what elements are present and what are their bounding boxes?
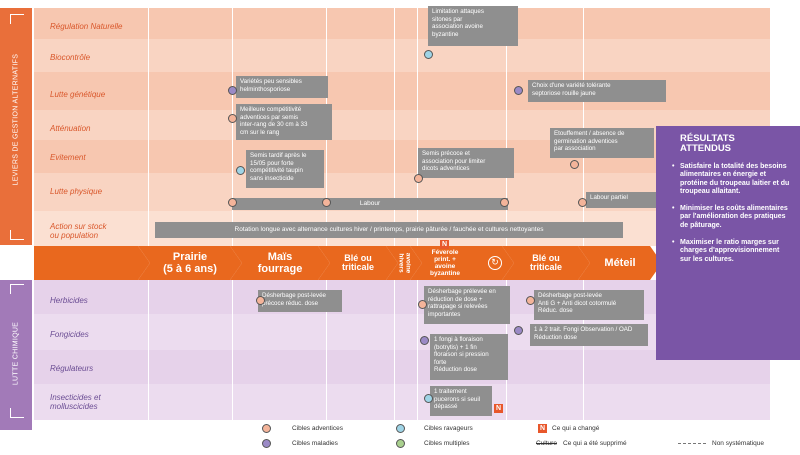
- target-dot-adventices: [570, 160, 579, 169]
- stage-ble-triticale-1: Blé ou triticale: [318, 246, 398, 280]
- stage-avoine-label: avoine hivers: [397, 252, 411, 274]
- box-competitivite-adventices: Meilleure compétitivité adventices par s…: [236, 104, 332, 140]
- legend-removed: Ce qui a été supprimé: [563, 440, 627, 447]
- box-varietes-helminthosporiose: Variétés peu sensibles helminthosporiose: [236, 76, 328, 98]
- result-item: Satisfaire la totalité des besoins alime…: [672, 163, 790, 196]
- results-panel: RÉSULTATS ATTENDUS Satisfaire la totalit…: [656, 126, 800, 360]
- legend-maladies: Cibles maladies: [292, 440, 338, 447]
- box-desherbage-ble: Désherbage post-levée Anti G + Anti dico…: [534, 290, 644, 320]
- column-divider: [417, 8, 418, 420]
- column-divider: [583, 8, 584, 420]
- result-item: Maximiser le ratio marges sur charges d'…: [672, 239, 790, 264]
- box-choix-variete: Choix d'une variété tolérante septoriose…: [528, 80, 666, 102]
- target-dot-maladies: [514, 86, 523, 95]
- target-dot-adventices: [578, 198, 587, 207]
- row-label-insecticides: Insecticides et molluscicides: [50, 393, 101, 411]
- legend-dashed-line: [678, 443, 706, 444]
- result-item: Minimiser les coûts alimentaires par l'a…: [672, 205, 790, 230]
- column-divider: [148, 8, 149, 420]
- bracket-bottom-start: [10, 284, 24, 294]
- target-dot-maladies: [514, 326, 523, 335]
- side-band-chemical: [0, 280, 32, 430]
- box-labour-partiel: Labour partiel: [586, 192, 656, 208]
- row-label-herbicides: Herbicides: [50, 296, 88, 305]
- results-title: RÉSULTATS ATTENDUS: [680, 133, 735, 154]
- row-band: [34, 350, 770, 384]
- row-label-regulateurs: Régulateurs: [50, 364, 94, 373]
- legend-changed: Ce qui a changé: [552, 425, 600, 432]
- row-label-physique: Lutte physique: [50, 187, 103, 196]
- row-label-fongicides: Fongicides: [50, 330, 89, 339]
- stage-mais-fourrage: Maïs fourrage: [230, 246, 330, 280]
- stage-ble-triticale-2: Blé ou triticale: [502, 246, 590, 280]
- row-band: [34, 8, 770, 39]
- stage-prairie: Prairie (5 à 6 ans): [138, 246, 242, 280]
- bar-labour: Labour: [232, 198, 508, 210]
- legend-ravageurs: Cibles ravageurs: [424, 425, 473, 432]
- side-band-alternatives: [0, 8, 32, 245]
- target-dot-maladies: [420, 336, 429, 345]
- target-dot-adventices: [526, 296, 535, 305]
- target-dot-adventices: [322, 198, 331, 207]
- target-dot-adventices: [500, 198, 509, 207]
- row-label-genetique: Lutte génétique: [50, 90, 106, 99]
- side-label-alternatives: LEVIERS DE GESTION ALTERNATIFS: [12, 53, 20, 186]
- target-dot-ravageurs: [236, 166, 245, 175]
- row-label-attenuation: Atténuation: [50, 124, 91, 133]
- row-band: [34, 39, 770, 72]
- legend-adventices: Cibles adventices: [292, 425, 343, 432]
- row-label-biocontrole: Biocontrôle: [50, 53, 91, 62]
- row-band: [34, 384, 770, 420]
- legend-maladies-icon: [262, 439, 271, 448]
- side-label-chemical: LUTTE CHIMIQUE: [12, 321, 20, 386]
- stage-meteil: Méteil: [578, 246, 662, 280]
- bracket-bottom-end: [10, 408, 24, 418]
- stage-start: [34, 246, 150, 280]
- bar-rotation-longue: Rotation longue avec alternance cultures…: [155, 222, 623, 238]
- column-divider: [394, 8, 395, 420]
- box-desherbage-mais: Désherbage post-levée précoce réduc. dos…: [258, 290, 342, 312]
- legend-adventices-icon: [262, 424, 271, 433]
- target-dot-adventices: [228, 114, 237, 123]
- box-limitation-sitones: Limitation attaques sitones par associat…: [428, 6, 518, 46]
- box-semis-precoce: Semis précoce et association pour limite…: [418, 148, 514, 178]
- legend-removed-word: Culture: [536, 440, 557, 447]
- row-label-regulation: Régulation Naturelle: [50, 22, 123, 31]
- row-band: [34, 280, 770, 314]
- cycle-icon: ↻: [488, 256, 502, 270]
- target-dot-adventices: [414, 174, 423, 183]
- row-label-evitement: Evitement: [50, 153, 86, 162]
- box-fongi-ble: 1 à 2 trait. Fongi Observation / OAD Réd…: [530, 324, 648, 346]
- box-desherbage-feverole: Désherbage prélevée en réduction de dose…: [424, 286, 510, 324]
- legend-multiples: Cibles multiples: [424, 440, 470, 447]
- changed-badge: N: [440, 240, 449, 249]
- bracket-top-end: [10, 230, 24, 240]
- legend-non-systematique: Non systématique: [712, 440, 765, 447]
- target-dot-ravageurs: [424, 394, 433, 403]
- changed-badge: N: [494, 404, 503, 413]
- target-dot-ravageurs: [424, 50, 433, 59]
- target-dot-adventices: [418, 300, 427, 309]
- target-dot-adventices: [256, 296, 265, 305]
- column-divider: [506, 8, 507, 420]
- bracket-top-start: [10, 14, 24, 24]
- column-divider: [326, 8, 327, 420]
- target-dot-maladies: [228, 86, 237, 95]
- legend-multiples-icon: [396, 439, 405, 448]
- row-label-stock: Action sur stock ou population: [50, 222, 107, 240]
- legend-changed-icon: N: [538, 424, 547, 433]
- box-etouffement: Etouffement / absence de germination adv…: [550, 128, 654, 158]
- box-insecticide-feverole: 1 traitement pucerons si seuil dépassé: [430, 386, 492, 416]
- legend-ravageurs-icon: [396, 424, 405, 433]
- column-divider: [232, 8, 233, 420]
- box-semis-tardif: Semis tardif après le 15/05 pour forte c…: [246, 150, 324, 188]
- target-dot-adventices: [228, 198, 237, 207]
- box-fongi-feverole: 1 fongi à floraison (botrytis) + 1 fin f…: [430, 334, 508, 380]
